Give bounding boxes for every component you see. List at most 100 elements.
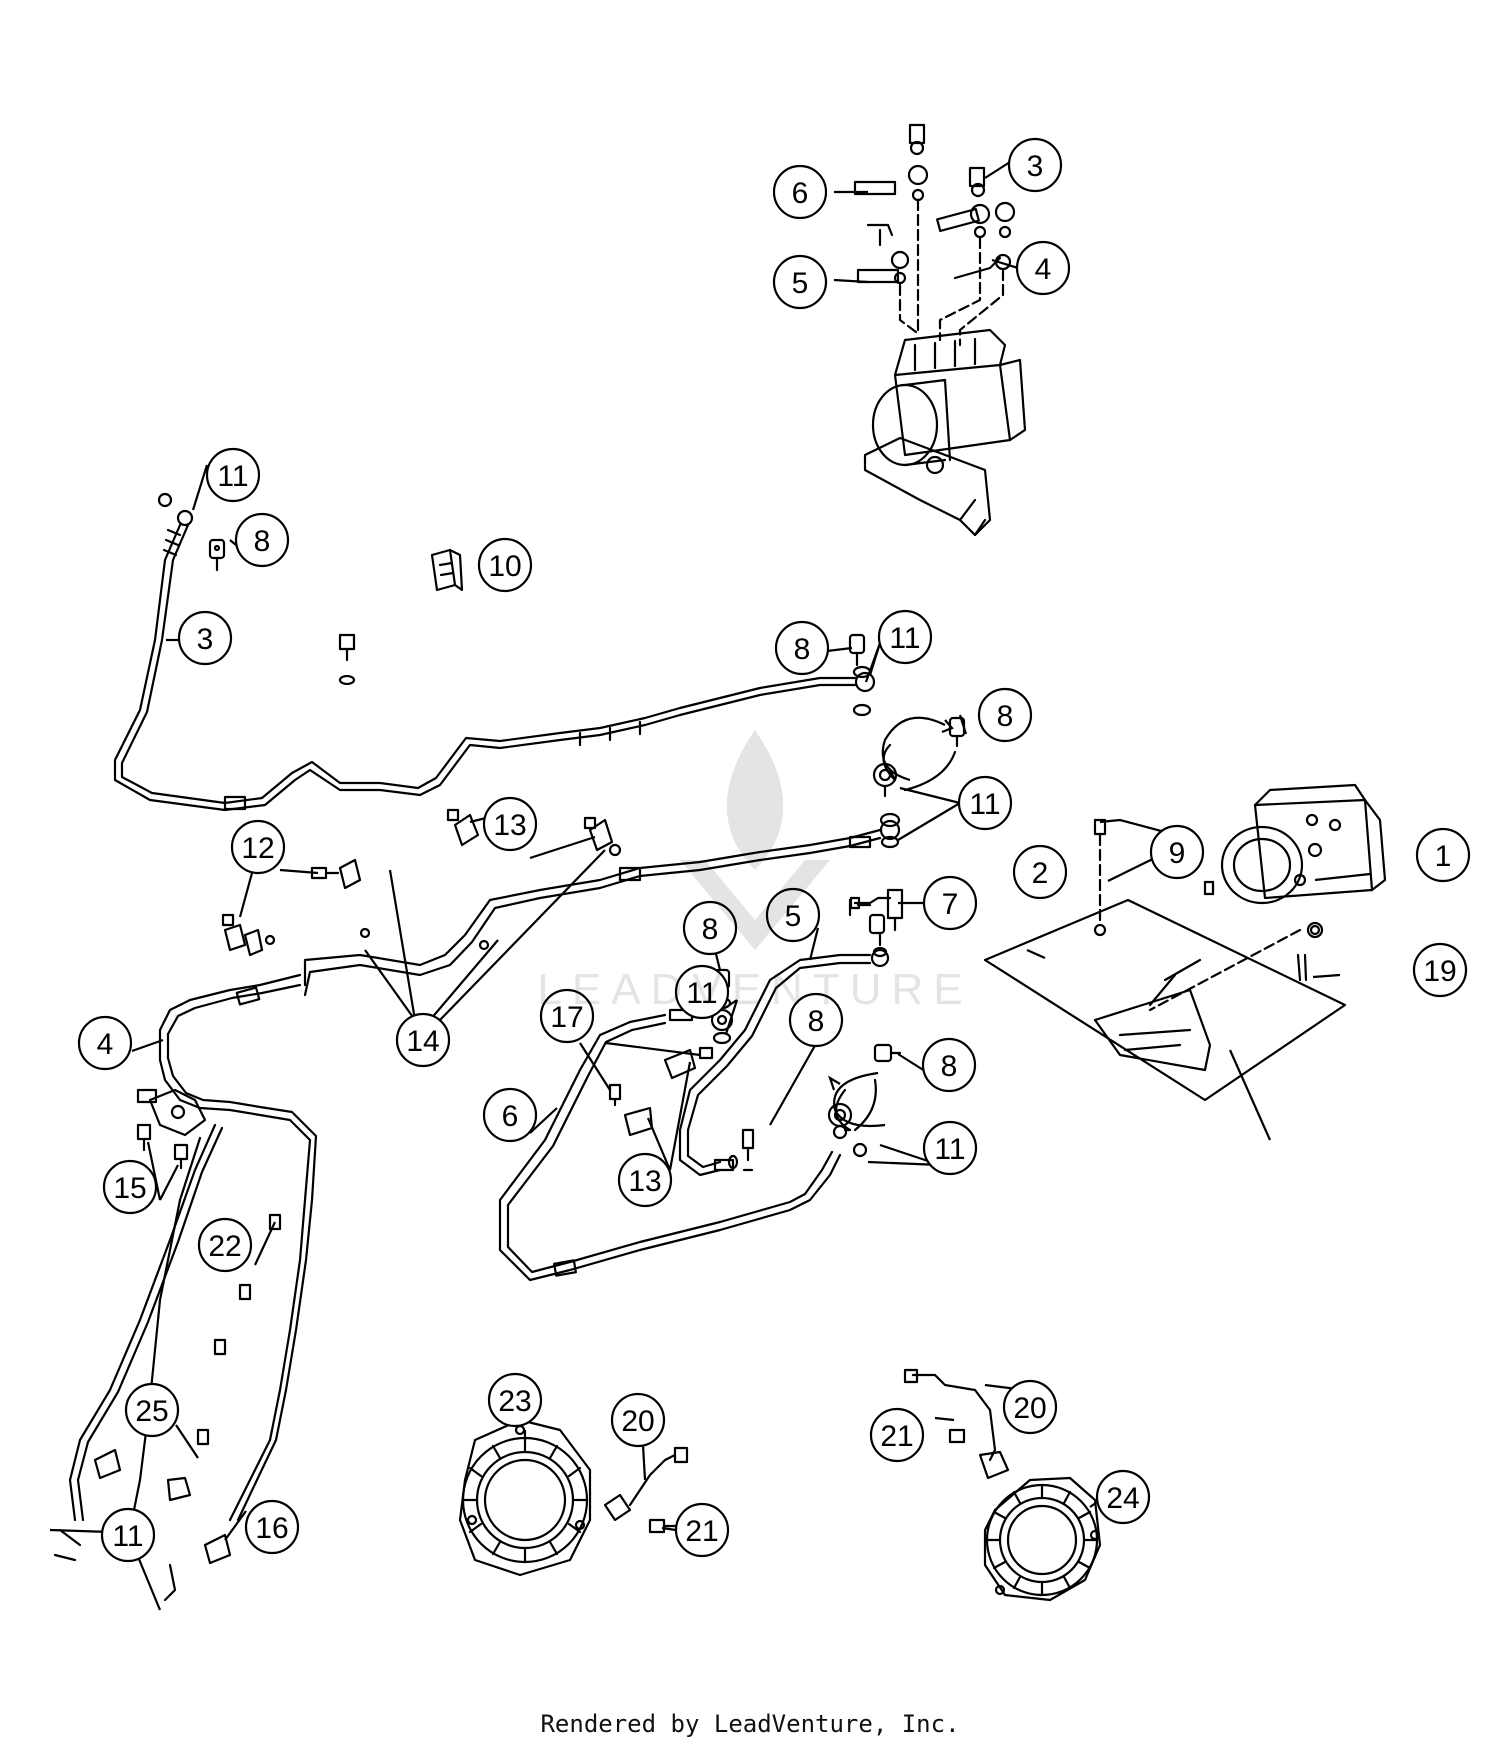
callout-25: 25 [124, 1382, 180, 1438]
callout-11-e: 11 [922, 1120, 978, 1176]
brake-line-4 [158, 973, 318, 1522]
callout-6-top: 6 [772, 164, 828, 220]
fittings-8-lower [727, 1043, 902, 1172]
callout-8-a: 8 [234, 512, 290, 568]
svg-text:8: 8 [794, 633, 811, 666]
callout-13-a: 13 [482, 796, 538, 852]
callout-9: 9 [1149, 824, 1205, 880]
fittings-16-25 [93, 1448, 232, 1602]
callout-4-mid: 4 [77, 1015, 133, 1071]
svg-text:19: 19 [1423, 955, 1456, 988]
svg-text:11: 11 [934, 1133, 965, 1166]
clamps-12 [221, 858, 362, 957]
svg-text:13: 13 [628, 1165, 661, 1198]
callouts: 6 3 5 4 11 8 10 3 8 11 8 11 13 12 9 1 2 … [77, 137, 1471, 1563]
svg-text:7: 7 [942, 888, 959, 921]
svg-text:20: 20 [621, 1405, 654, 1438]
callout-21-a: 21 [869, 1407, 925, 1463]
svg-text:21: 21 [880, 1420, 913, 1453]
svg-text:4: 4 [1035, 253, 1052, 286]
callout-11-b: 11 [877, 609, 933, 665]
callout-15: 15 [102, 1159, 158, 1215]
callout-10: 10 [477, 537, 533, 593]
svg-text:8: 8 [808, 1005, 825, 1038]
callout-5-top: 5 [772, 254, 828, 310]
callout-11-d: 11 [674, 964, 730, 1020]
callout-19: 19 [1412, 942, 1468, 998]
svg-text:8: 8 [254, 525, 271, 558]
svg-text:4: 4 [97, 1028, 114, 1061]
svg-text:3: 3 [1027, 150, 1044, 183]
abs-unit-right [983, 783, 1387, 1102]
svg-text:15: 15 [113, 1172, 146, 1205]
leader-lines [49, 161, 1371, 1611]
bolt-center [338, 633, 356, 686]
callout-24: 24 [1095, 1469, 1151, 1525]
svg-text:2: 2 [1032, 857, 1049, 890]
callout-1: 1 [1415, 827, 1471, 883]
abs-unit-top [863, 328, 1027, 537]
svg-text:8: 8 [702, 913, 719, 946]
callout-8-d: 8 [682, 900, 738, 956]
brake-line-3 [113, 492, 876, 812]
callout-3-top: 3 [1007, 137, 1063, 193]
footer-credit: Rendered by LeadVenture, Inc. [540, 1710, 960, 1738]
svg-text:10: 10 [488, 550, 521, 583]
tone-ring-24 [983, 1476, 1102, 1602]
svg-text:11: 11 [889, 622, 920, 655]
callout-8-c: 8 [977, 687, 1033, 743]
svg-text:24: 24 [1106, 1482, 1139, 1515]
svg-text:14: 14 [406, 1025, 439, 1058]
junction-block [136, 1088, 207, 1137]
callout-8-e: 8 [788, 992, 844, 1048]
callout-7: 7 [922, 875, 978, 931]
callout-11-a: 11 [205, 447, 261, 503]
callout-20-b: 20 [1002, 1379, 1058, 1435]
clip-10 [430, 548, 464, 592]
svg-text:17: 17 [550, 1001, 583, 1034]
svg-text:11: 11 [969, 788, 1000, 821]
callout-12: 12 [230, 819, 286, 875]
top-fittings [853, 123, 1016, 347]
rotation-arrows [828, 716, 954, 1128]
callout-6-mid: 6 [482, 1087, 538, 1143]
svg-text:21: 21 [685, 1515, 718, 1548]
svg-text:25: 25 [135, 1395, 168, 1428]
brake-line-middle [303, 828, 882, 997]
svg-text:3: 3 [197, 623, 214, 656]
callout-4-top: 4 [1015, 240, 1071, 296]
callout-11-c: 11 [957, 775, 1013, 831]
svg-text:22: 22 [208, 1230, 241, 1263]
callout-23: 23 [487, 1372, 543, 1428]
callout-5-mid: 5 [765, 887, 821, 943]
clips-22 [196, 1213, 282, 1446]
callout-2: 2 [1012, 844, 1068, 900]
svg-text:12: 12 [241, 832, 274, 865]
fittings-upper-right [848, 633, 966, 849]
callout-11-f: 11 [100, 1507, 156, 1563]
callout-14: 14 [395, 1012, 451, 1068]
svg-text:23: 23 [498, 1385, 531, 1418]
callout-22: 22 [197, 1217, 253, 1273]
brake-line-5 [678, 948, 890, 1177]
svg-text:16: 16 [255, 1512, 288, 1545]
sensor-20-a [603, 1446, 689, 1534]
callout-21-b: 21 [674, 1502, 730, 1558]
svg-text:20: 20 [1013, 1392, 1046, 1425]
brake-line-left-down [53, 1123, 224, 1562]
callout-8-b: 8 [774, 620, 830, 676]
clamps-13-top [359, 808, 614, 951]
callout-20-a: 20 [610, 1392, 666, 1448]
callout-13-b: 13 [617, 1152, 673, 1208]
clamps-13-17 [608, 1046, 714, 1137]
callout-8-f: 8 [921, 1037, 977, 1093]
callout-16: 16 [244, 1499, 300, 1555]
svg-text:13: 13 [493, 809, 526, 842]
svg-text:8: 8 [997, 700, 1014, 733]
bolt-8-left [208, 538, 226, 572]
svg-text:8: 8 [941, 1050, 958, 1083]
svg-text:5: 5 [792, 267, 809, 300]
svg-text:11: 11 [112, 1520, 143, 1553]
sensor-7 [849, 888, 904, 932]
